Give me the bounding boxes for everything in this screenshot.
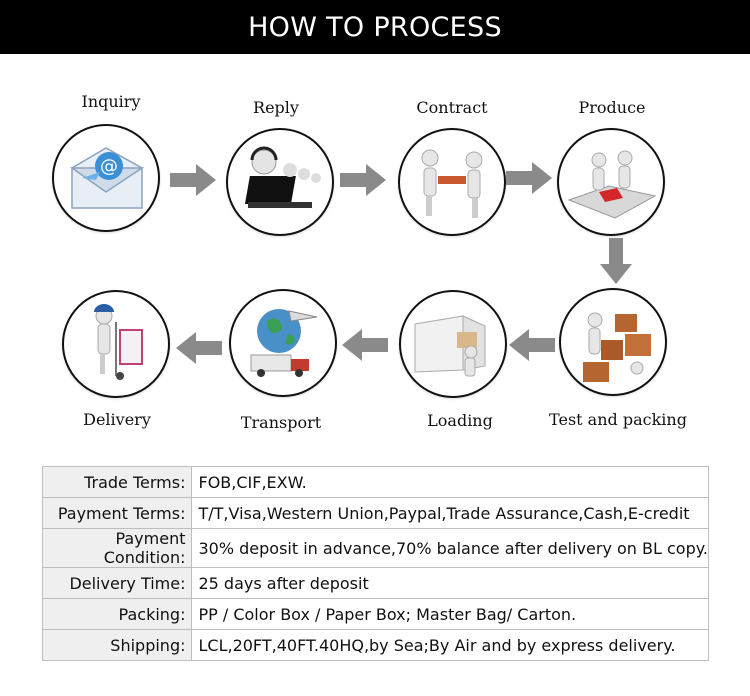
step-label-loading: Loading <box>427 411 493 430</box>
term-value: FOB,CIF,EXW. <box>191 466 709 498</box>
arrow-right-icon <box>340 164 386 196</box>
handshake-contract-icon <box>398 128 506 236</box>
term-key: Trade Terms: <box>41 466 193 498</box>
term-key: Shipping: <box>41 629 193 661</box>
step-label-delivery: Delivery <box>83 410 151 429</box>
term-key: Payment Terms: <box>41 497 193 529</box>
globe-airplane-icon <box>229 289 337 397</box>
step-label-inquiry: Inquiry <box>81 92 141 111</box>
process-diagram: Inquiry @ Reply Contract <box>0 54 750 464</box>
arrow-left-icon <box>176 332 222 364</box>
arrow-left-icon <box>509 329 555 361</box>
table-row: Delivery Time: 25 days after deposit <box>41 567 709 599</box>
arrow-right-icon <box>506 162 552 194</box>
term-value: LCL,20FT,40FT.40HQ,by Sea;By Air and by … <box>191 629 709 661</box>
arrow-down-icon <box>600 238 632 284</box>
step-label-produce: Produce <box>578 98 646 117</box>
arrow-left-icon <box>342 329 388 361</box>
term-key: Payment Condition: <box>41 528 193 568</box>
term-key: Delivery Time: <box>41 567 193 599</box>
puzzle-assembly-icon <box>557 128 665 236</box>
truck-loading-icon <box>399 290 507 398</box>
table-row: Packing: PP / Color Box / Paper Box; Mas… <box>41 598 709 630</box>
step-label-reply: Reply <box>253 98 299 117</box>
term-value: 30% deposit in advance,70% balance after… <box>191 528 709 568</box>
table-row: Payment Terms: T/T,Visa,Western Union,Pa… <box>41 497 709 529</box>
term-value: 25 days after deposit <box>191 567 709 599</box>
boxes-packing-icon <box>559 288 667 396</box>
term-value: PP / Color Box / Paper Box; Master Bag/ … <box>191 598 709 630</box>
page-title: HOW TO PROCESS <box>0 0 750 54</box>
step-label-contract: Contract <box>416 98 488 117</box>
term-key: Packing: <box>41 598 193 630</box>
email-envelope-icon: @ <box>52 124 160 232</box>
term-value: T/T,Visa,Western Union,Paypal,Trade Assu… <box>191 497 709 529</box>
arrow-right-icon <box>170 164 216 196</box>
step-label-transport: Transport <box>240 413 322 432</box>
hand-truck-delivery-icon <box>62 290 170 398</box>
table-row: Payment Condition: 30% deposit in advanc… <box>41 528 709 568</box>
svg-text:@: @ <box>100 156 118 177</box>
call-center-laptop-icon <box>226 128 334 236</box>
terms-table: Trade Terms: FOB,CIF,EXW. Payment Terms:… <box>41 466 709 661</box>
table-row: Shipping: LCL,20FT,40FT.40HQ,by Sea;By A… <box>41 629 709 661</box>
step-label-test-and-packing: Test and packing <box>549 410 687 429</box>
table-row: Trade Terms: FOB,CIF,EXW. <box>41 466 709 498</box>
